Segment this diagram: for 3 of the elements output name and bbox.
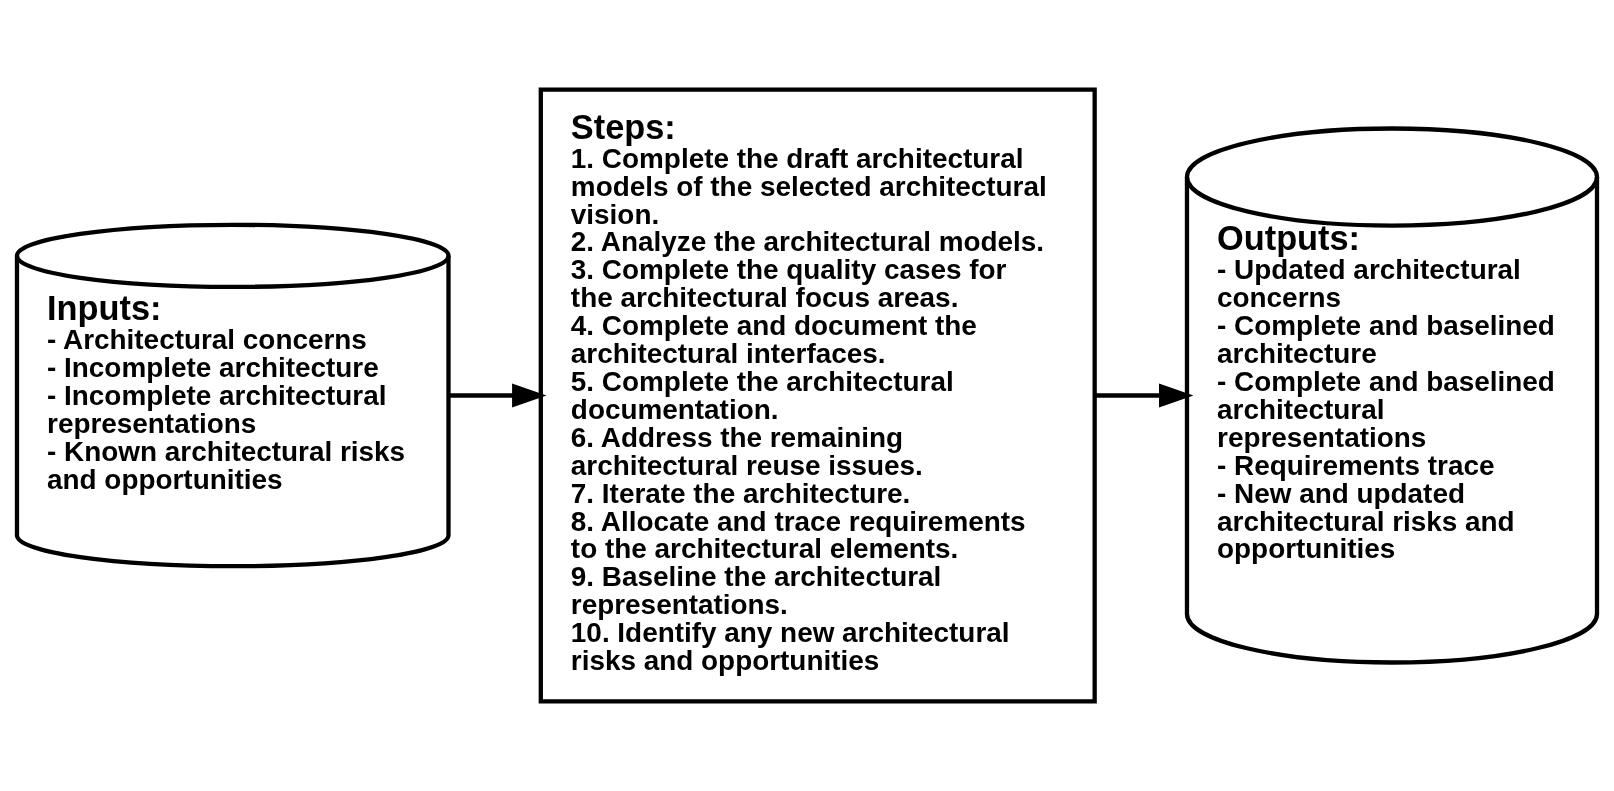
node-box: Steps: 1. Complete the draft architectural models of the selected architectural vision. 2. Analyze the architectural models. 3. Complete the quality cases for the architectural focus areas. 4. Complete and document the architectural interfaces. 5. Complete the architectural documentation. 6. Address the remaining architectural reuse issues. 7. Iterate the architecture. 8. Allocate and trace requirements to the architectural elements. 9. Baseline the architectural representations. 10. Identify any new architectural risks and opportunities <box>538 87 1097 704</box>
arrow <box>1094 383 1194 408</box>
arrow <box>448 383 547 408</box>
